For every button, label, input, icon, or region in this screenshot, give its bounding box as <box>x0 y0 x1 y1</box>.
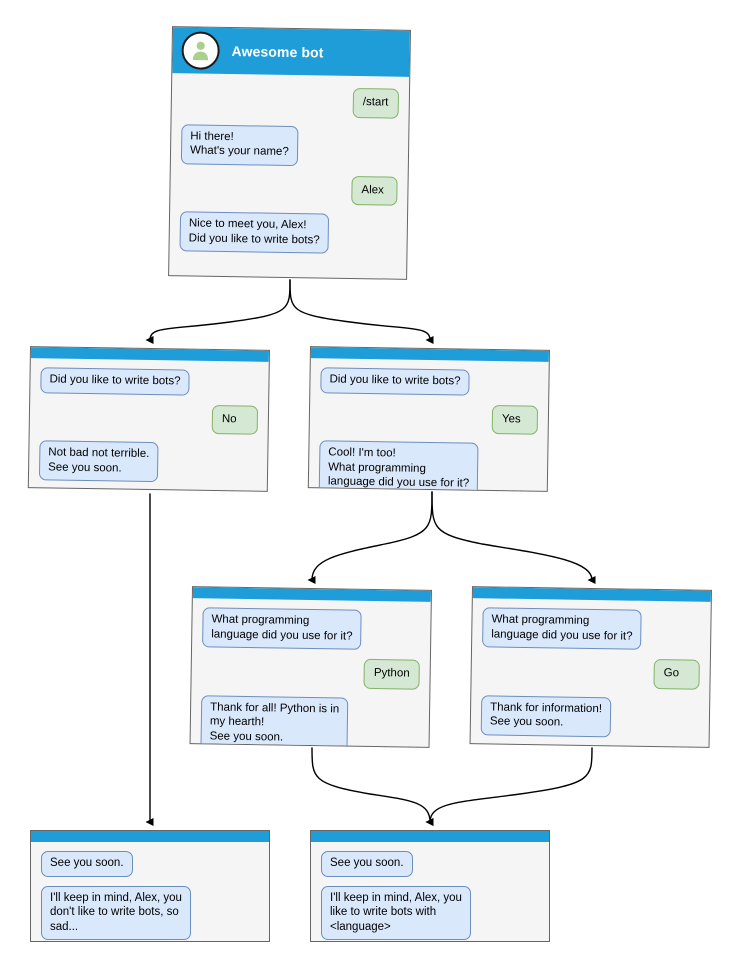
message-row: Alex <box>180 173 398 206</box>
message-row: I'll keep in mind, Alex, you don't like … <box>41 885 259 940</box>
edge-yes-to-python <box>307 491 433 585</box>
message-row: Not bad not terrible. See you soon. <box>38 440 258 483</box>
chat-body-root: /start Hi there! What's your name? Alex … <box>169 73 409 265</box>
node-title-root: Awesome bot <box>231 43 324 61</box>
node-end-sad[interactable]: See you soon. I'll keep in mind, Alex, y… <box>30 830 270 942</box>
node-go-branch[interactable]: What programming language did you use fo… <box>469 586 712 748</box>
user-message-bubble[interactable]: Go <box>653 658 700 690</box>
bot-message-bubble[interactable]: What programming language did you use fo… <box>482 607 642 650</box>
user-message-bubble[interactable]: /start <box>352 87 400 119</box>
message-row: Hi there! What's your name? <box>180 123 399 167</box>
message-row: I'll keep in mind, Alex, you like to wri… <box>321 885 539 940</box>
node-header-end-sad <box>31 831 269 842</box>
message-row: Thank for information! See you soon. <box>480 694 700 738</box>
chat-body-end-happy: See you soon. I'll keep in mind, Alex, y… <box>311 842 549 941</box>
message-row: What programming language did you use fo… <box>202 607 421 650</box>
bot-message-bubble[interactable]: I'll keep in mind, Alex, you don't like … <box>41 885 191 940</box>
bot-message-bubble[interactable]: I'll keep in mind, Alex, you like to wri… <box>321 885 471 940</box>
node-no-branch[interactable]: Did you like to write bots? No Not bad n… <box>27 346 270 492</box>
message-row: No <box>40 402 259 435</box>
node-python-branch[interactable]: What programming language did you use fo… <box>189 586 432 748</box>
person-avatar-icon <box>181 31 220 70</box>
bot-message-bubble[interactable]: Hi there! What's your name? <box>180 123 299 166</box>
bot-message-bubble[interactable]: What programming language did you use fo… <box>202 607 362 650</box>
bot-message-bubble[interactable]: Not bad not terrible. See you soon. <box>38 440 159 483</box>
node-awesome-bot-root[interactable]: Awesome bot /start Hi there! What's your… <box>168 26 411 280</box>
node-yes-branch[interactable]: Did you like to write bots? Yes Cool! I'… <box>307 346 550 492</box>
bot-message-bubble[interactable]: See you soon. <box>41 851 133 877</box>
message-row: Thank for all! Python is in my hearth! S… <box>200 694 419 748</box>
bot-message-bubble[interactable]: See you soon. <box>321 851 413 877</box>
user-message-bubble[interactable]: Yes <box>491 404 539 435</box>
message-row: What programming language did you use fo… <box>482 607 701 650</box>
node-header-end-happy <box>311 831 549 842</box>
chat-body-python-branch: What programming language did you use fo… <box>190 598 430 748</box>
edge-go-to-end-happy <box>425 747 593 827</box>
node-header-root: Awesome bot <box>172 27 410 77</box>
message-row: Python <box>201 656 420 690</box>
message-row: Go <box>481 656 700 690</box>
user-message-bubble[interactable]: Python <box>363 658 420 690</box>
bot-message-bubble[interactable]: Did you like to write bots? <box>40 367 190 396</box>
bot-message-bubble[interactable]: Did you like to write bots? <box>320 367 470 396</box>
message-row: Yes <box>320 402 539 435</box>
message-row: See you soon. <box>321 851 539 877</box>
edge-root-to-no <box>145 279 291 345</box>
edge-python-to-end-happy <box>311 747 434 826</box>
node-end-happy[interactable]: See you soon. I'll keep in mind, Alex, y… <box>310 830 550 942</box>
message-row: Did you like to write bots? <box>320 367 538 396</box>
bot-message-bubble[interactable]: Cool! I'm too! What programming language… <box>318 440 479 492</box>
bot-message-bubble[interactable]: Nice to meet you, Alex! Did you like to … <box>179 211 330 254</box>
message-row: /start <box>182 85 400 119</box>
message-row: Did you like to write bots? <box>40 367 258 396</box>
message-row: See you soon. <box>41 851 259 877</box>
chat-body-end-sad: See you soon. I'll keep in mind, Alex, y… <box>31 842 269 941</box>
message-row: Nice to meet you, Alex! Did you like to … <box>179 211 397 254</box>
chat-body-no-branch: Did you like to write bots? No Not bad n… <box>29 358 269 492</box>
bot-message-bubble[interactable]: Thank for all! Python is in my hearth! S… <box>200 694 349 748</box>
message-row: Cool! I'm too! What programming language… <box>318 440 538 492</box>
user-message-bubble[interactable]: No <box>211 404 259 435</box>
chat-body-go-branch: What programming language did you use fo… <box>471 598 711 748</box>
chat-body-yes-branch: Did you like to write bots? Yes Cool! I'… <box>309 358 549 492</box>
bot-message-bubble[interactable]: Thank for information! See you soon. <box>480 694 612 737</box>
user-message-bubble[interactable]: Alex <box>351 175 398 206</box>
edge-yes-to-go <box>431 491 596 584</box>
edge-root-to-yes <box>289 279 434 344</box>
